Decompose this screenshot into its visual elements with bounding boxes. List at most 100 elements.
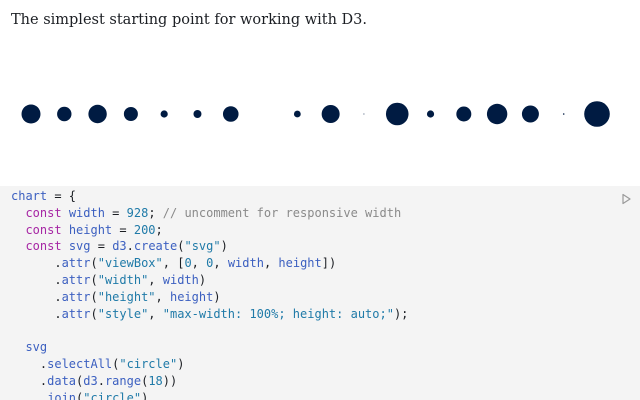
code-token: ) — [141, 390, 149, 400]
code-token: const — [25, 239, 62, 254]
data-circle — [21, 104, 41, 124]
code-token: ( — [76, 390, 84, 400]
code-token: ); — [393, 306, 409, 321]
code-token — [11, 340, 25, 354]
data-circle — [88, 104, 107, 124]
intro-text: The simplest starting point for working … — [11, 12, 368, 28]
code-token: ( — [90, 256, 98, 271]
code-token: ( — [112, 356, 120, 371]
code-token: height — [169, 289, 214, 304]
code-token: ) — [177, 356, 185, 371]
code-token: "max-width: 100%; height: auto;" — [162, 306, 394, 321]
code-token: width — [162, 272, 199, 287]
code-token: , — [155, 289, 170, 304]
data-circle — [385, 102, 409, 126]
code-token: . — [126, 239, 134, 254]
data-circle — [521, 105, 539, 123]
code-token — [62, 239, 69, 253]
code-token: ; — [148, 205, 163, 220]
code-token: "width" — [97, 272, 149, 287]
code-token: . — [11, 256, 62, 271]
code-token: = — [90, 239, 113, 254]
data-circle — [193, 110, 202, 118]
code-token: const — [25, 205, 62, 220]
code-line: .attr("width", width) — [11, 272, 408, 289]
code-token: . — [11, 272, 62, 287]
code-token: "circle" — [119, 356, 178, 371]
code-token: width — [68, 205, 105, 220]
code-token: chart — [11, 189, 48, 203]
data-circle — [160, 110, 168, 118]
code-token: ) — [213, 289, 221, 304]
code-token — [11, 206, 25, 220]
code-token: ( — [141, 373, 149, 388]
data-circle — [222, 106, 239, 122]
code-editor[interactable]: chart = { const width = 928; // uncommen… — [11, 188, 408, 400]
code-line — [11, 322, 408, 339]
code-line: .data(d3.range(18)) — [11, 373, 408, 390]
code-line: const height = 200; — [11, 222, 408, 239]
code-token: ; — [155, 222, 163, 237]
code-token: . — [11, 356, 48, 371]
code-token: = — [104, 205, 127, 220]
code-token: selectAll — [47, 356, 113, 371]
code-token: ( — [76, 373, 84, 388]
code-token: ) — [198, 272, 207, 287]
data-circle — [293, 110, 301, 118]
code-line: chart = { — [11, 188, 408, 205]
code-token: 200 — [133, 222, 156, 237]
code-token: , — [148, 272, 163, 287]
code-token: ( — [90, 289, 98, 304]
code-token: 0 — [184, 256, 192, 271]
code-token: )) — [162, 373, 178, 388]
code-line: .attr("style", "max-width: 100%; height:… — [11, 306, 408, 323]
code-token: . — [11, 373, 48, 388]
data-circle — [321, 105, 340, 123]
code-token: , — [191, 256, 207, 271]
code-token: 0 — [206, 256, 214, 271]
data-circle — [363, 113, 365, 115]
code-line: .join("circle") — [11, 390, 408, 400]
code-token: svg — [68, 239, 91, 254]
code-token: svg — [25, 340, 48, 355]
code-token: const — [25, 222, 62, 237]
code-token: ( — [90, 272, 98, 287]
code-line: const width = 928; // uncomment for resp… — [11, 205, 408, 222]
code-token: join — [47, 390, 77, 400]
code-token: . — [11, 390, 48, 400]
code-token: "height" — [97, 289, 156, 304]
data-circle — [486, 103, 508, 125]
code-line: svg — [11, 339, 408, 356]
code-cell[interactable] — [0, 186, 640, 400]
code-token: range — [104, 373, 142, 388]
code-token — [11, 223, 25, 237]
circle-chart — [21, 101, 610, 127]
code-token: attr — [61, 272, 91, 287]
code-token: "circle" — [83, 390, 142, 400]
data-circle — [123, 107, 138, 121]
code-line: .attr("height", height) — [11, 289, 408, 306]
code-token: height — [278, 256, 322, 271]
code-token: ]) — [321, 256, 337, 271]
data-circle — [426, 110, 435, 118]
code-token: "viewBox" — [97, 256, 163, 271]
code-token: ) — [220, 239, 228, 254]
code-token: "style" — [97, 306, 149, 321]
code-token: d3 — [83, 373, 98, 388]
play-icon[interactable] — [620, 193, 632, 205]
code-token: d3 — [112, 239, 127, 254]
code-token: height — [68, 222, 113, 237]
code-token: = { — [47, 189, 77, 203]
code-token: "svg" — [184, 239, 221, 254]
code-token: attr — [61, 289, 91, 304]
data-circle — [562, 113, 565, 115]
code-token: , [ — [162, 256, 185, 271]
data-circle — [584, 101, 610, 127]
code-token: create — [133, 239, 178, 254]
data-circle — [456, 106, 472, 122]
code-token: . — [97, 373, 105, 388]
code-token: data — [47, 373, 77, 388]
code-token — [11, 239, 25, 253]
code-token: width — [227, 256, 264, 271]
code-line: .selectAll("circle") — [11, 356, 408, 373]
